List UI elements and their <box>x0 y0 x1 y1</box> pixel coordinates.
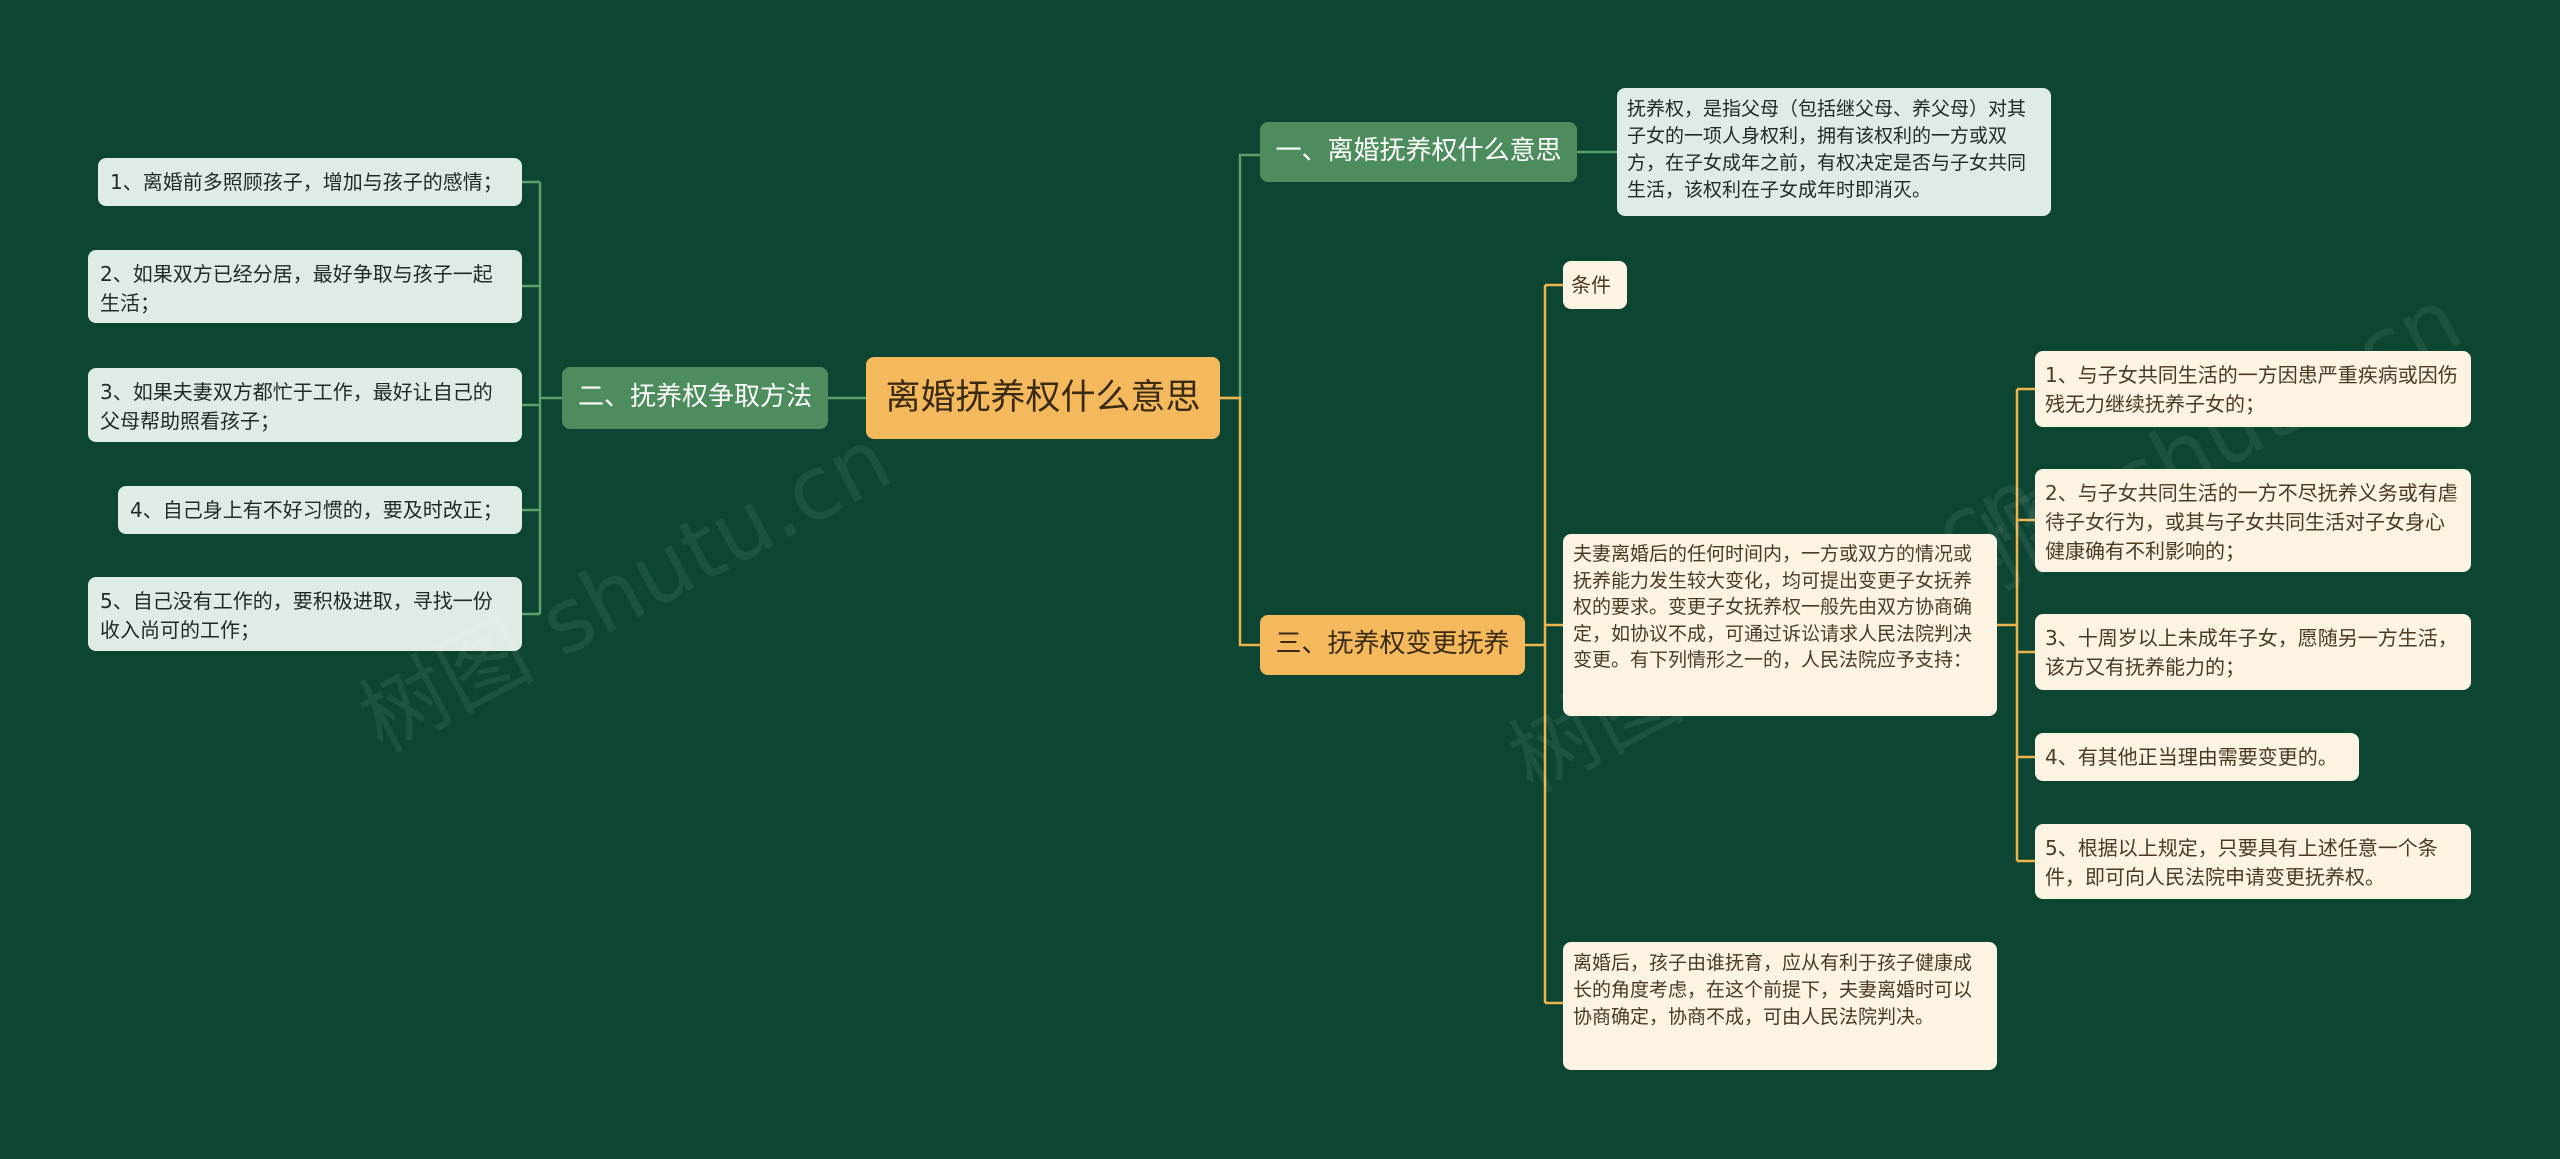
custody-principle-detail[interactable]: 离婚后，孩子由谁抚育，应从有利于孩子健康成长的角度考虑，在这个前提下，夫妻离婚时… <box>1563 942 1997 1070</box>
root-topic-label: 离婚抚养权什么意思 <box>885 377 1201 418</box>
branch-change[interactable]: 三、抚养权变更抚养 <box>1260 615 1525 675</box>
condition-label-text: 条件 <box>1571 272 1611 297</box>
method-item[interactable]: 1、离婚前多照顾孩子，增加与孩子的感情； <box>98 158 522 206</box>
change-conditions-text: 夫妻离婚后的任何时间内，一方或双方的情况或抚养能力发生较大变化，均可提出变更子女… <box>1573 543 1973 672</box>
branch-methods[interactable]: 二、抚养权争取方法 <box>562 367 828 429</box>
branch-meaning[interactable]: 一、离婚抚养权什么意思 <box>1260 122 1577 182</box>
change-case[interactable]: 3、十周岁以上未成年子女，愿随另一方生活，该方又有抚养能力的； <box>2035 614 2471 690</box>
method-item-text: 2、如果双方已经分居，最好争取与孩子一起生活； <box>100 262 493 315</box>
branch-change-label: 三、抚养权变更抚养 <box>1275 629 1510 660</box>
change-case[interactable]: 5、根据以上规定，只要具有上述任意一个条件，即可向人民法院申请变更抚养权。 <box>2035 824 2471 899</box>
meaning-detail-text: 抚养权，是指父母（包括继父母、养父母）对其子女的一项人身权利，拥有该权利的一方或… <box>1627 98 2027 201</box>
change-conditions-detail[interactable]: 夫妻离婚后的任何时间内，一方或双方的情况或抚养能力发生较大变化，均可提出变更子女… <box>1563 534 1997 716</box>
root-topic[interactable]: 离婚抚养权什么意思 <box>866 357 1220 439</box>
method-item[interactable]: 4、自己身上有不好习惯的，要及时改正； <box>118 486 522 534</box>
change-case[interactable]: 4、有其他正当理由需要变更的。 <box>2035 733 2359 781</box>
change-case-text: 2、与子女共同生活的一方不尽抚养义务或有虐待子女行为，或其与子女共同生活对子女身… <box>2045 481 2458 563</box>
condition-label[interactable]: 条件 <box>1563 261 1627 309</box>
branch-meaning-label: 一、离婚抚养权什么意思 <box>1275 136 1562 167</box>
change-case[interactable]: 2、与子女共同生活的一方不尽抚养义务或有虐待子女行为，或其与子女共同生活对子女身… <box>2035 469 2471 572</box>
change-case-text: 1、与子女共同生活的一方因患严重疾病或因伤残无力继续抚养子女的； <box>2045 363 2458 416</box>
change-case-text: 5、根据以上规定，只要具有上述任意一个条件，即可向人民法院申请变更抚养权。 <box>2045 836 2438 889</box>
change-case[interactable]: 1、与子女共同生活的一方因患严重疾病或因伤残无力继续抚养子女的； <box>2035 351 2471 427</box>
meaning-detail[interactable]: 抚养权，是指父母（包括继父母、养父母）对其子女的一项人身权利，拥有该权利的一方或… <box>1617 88 2051 216</box>
method-item-text: 3、如果夫妻双方都忙于工作，最好让自己的父母帮助照看孩子； <box>100 380 493 433</box>
method-item[interactable]: 3、如果夫妻双方都忙于工作，最好让自己的父母帮助照看孩子； <box>88 368 522 442</box>
method-item-text: 1、离婚前多照顾孩子，增加与孩子的感情； <box>110 169 503 194</box>
method-item-text: 4、自己身上有不好习惯的，要及时改正； <box>130 497 503 522</box>
change-case-text: 4、有其他正当理由需要变更的。 <box>2045 744 2338 769</box>
change-case-text: 3、十周岁以上未成年子女，愿随另一方生活，该方又有抚养能力的； <box>2045 626 2458 679</box>
custody-principle-text: 离婚后，孩子由谁抚育，应从有利于孩子健康成长的角度考虑，在这个前提下，夫妻离婚时… <box>1573 952 1973 1028</box>
branch-methods-label: 二、抚养权争取方法 <box>577 382 812 413</box>
method-item-text: 5、自己没有工作的，要积极进取，寻找一份收入尚可的工作； <box>100 589 493 642</box>
method-item[interactable]: 2、如果双方已经分居，最好争取与孩子一起生活； <box>88 250 522 323</box>
method-item[interactable]: 5、自己没有工作的，要积极进取，寻找一份收入尚可的工作； <box>88 577 522 651</box>
